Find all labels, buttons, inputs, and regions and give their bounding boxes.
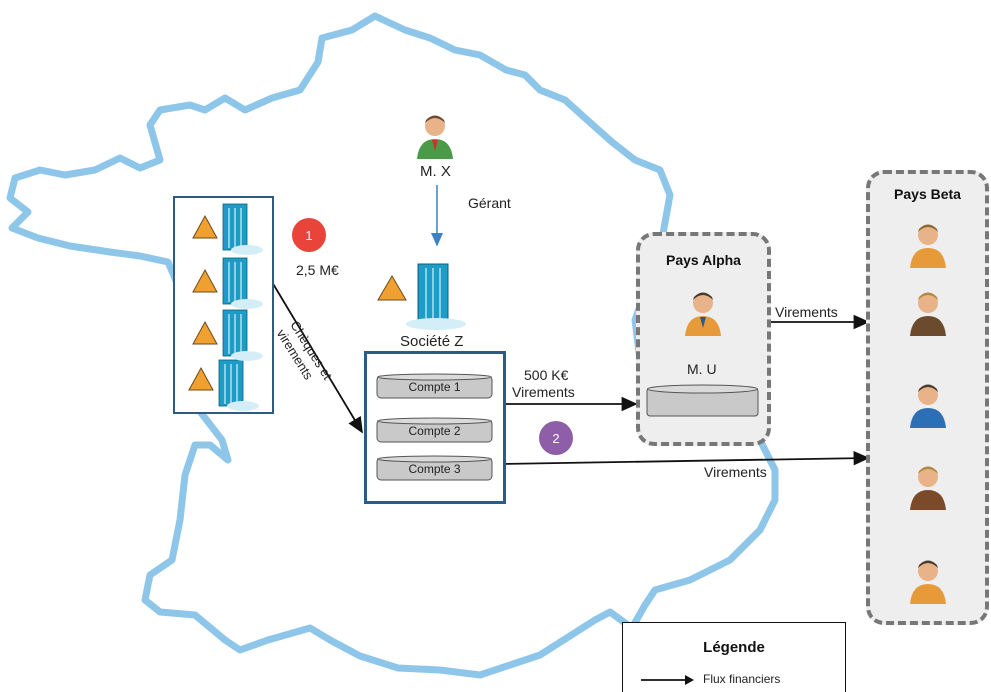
legend-title: Légende [703, 639, 765, 656]
warning-sign-icon [377, 275, 407, 301]
societe-label: Société Z [400, 333, 464, 350]
pays-beta-title: Pays Beta [894, 186, 961, 202]
legend-item-label: Flux financiers [703, 672, 781, 686]
account-label: Compte 3 [408, 462, 461, 476]
virements-alpha-label: Virements [512, 384, 575, 400]
businessman-icon [413, 113, 457, 159]
account-label: Compte 1 [408, 380, 461, 394]
businessman-icon [906, 464, 950, 510]
cheques-arrow [271, 281, 363, 434]
legend-arrow-icon [641, 675, 694, 685]
businessman-icon [906, 558, 950, 604]
pays-alpha-panel: Pays Alpha M. U [636, 232, 771, 446]
amount-500-label: 500 K€ [524, 367, 569, 383]
mu-label: M. U [687, 361, 717, 377]
pays-beta-panel: Pays Beta [866, 170, 989, 625]
step-badge-1: 1 [292, 218, 326, 252]
businessman-icon [906, 222, 950, 268]
pays-alpha-title: Pays Alpha [666, 252, 741, 268]
step-badge-2: 2 [539, 421, 573, 455]
companies-box [173, 196, 274, 414]
accounts-box: Compte 1 Compte 2 Compte 3 [364, 351, 506, 504]
account-cylinder-3: Compte 3 [376, 455, 493, 483]
france-map-outline [6, 12, 779, 679]
mx-label: M. X [420, 163, 451, 180]
gerant-label: Gérant [468, 195, 511, 211]
compte3-beta-arrow [499, 451, 870, 466]
businessman-icon [906, 382, 950, 428]
warning-sign-icon [188, 214, 218, 391]
account-label: Compte 2 [408, 424, 461, 438]
societe-building-icon [376, 256, 471, 335]
legend-box: Légende Flux financiers [622, 622, 846, 692]
amount-label: 2,5 M€ [296, 262, 339, 278]
businessman-icon [906, 290, 950, 336]
virements-beta-top-label: Virements [775, 304, 838, 320]
account-cylinder-2: Compte 2 [376, 417, 493, 445]
businessman-icon [681, 290, 725, 336]
virements-beta-bottom-label: Virements [704, 464, 767, 480]
account-cylinder-1: Compte 1 [376, 373, 493, 401]
alpha-account-cylinder [646, 384, 759, 423]
